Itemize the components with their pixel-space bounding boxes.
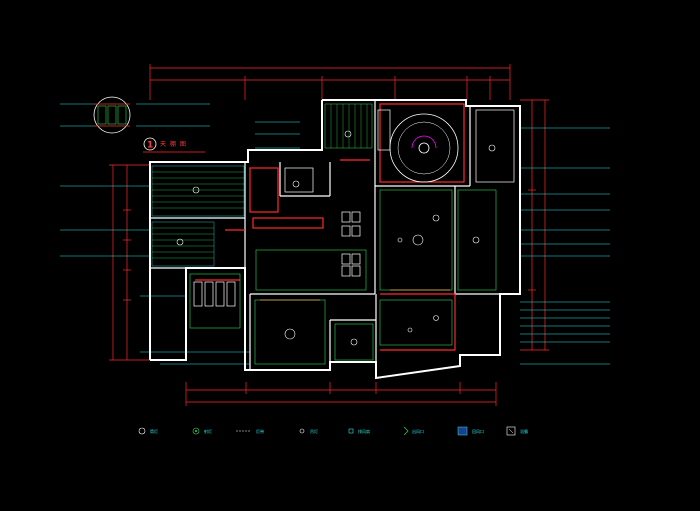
round-ceiling-feature — [389, 113, 459, 183]
top-dimension-lines — [149, 64, 511, 100]
svg-text:出风口: 出风口 — [412, 428, 424, 434]
spotlight-icon — [192, 427, 200, 435]
bottom-dimension-lines — [185, 382, 497, 406]
annotation-leaders — [60, 103, 610, 365]
downlight-icon — [397, 237, 403, 243]
legend-item-strip-light: 灯带 — [236, 428, 264, 434]
svg-text:浴霸: 浴霸 — [520, 428, 528, 434]
slat-ceiling-bedroom — [151, 165, 245, 217]
legend-item-spotlight: 射灯 — [192, 427, 212, 435]
downlight-icon — [407, 327, 413, 333]
downlight-icon — [350, 338, 358, 346]
title-text: 天 棚 图 — [160, 140, 187, 148]
downlight-icon — [472, 236, 480, 244]
downlight-icon — [433, 315, 439, 321]
svg-text:回风口: 回风口 — [472, 429, 484, 434]
heater-icon — [506, 426, 516, 436]
svg-text:排风扇: 排风扇 — [358, 428, 370, 434]
arrow-icon — [403, 426, 409, 436]
downlight-icon — [432, 214, 440, 222]
slat-ceiling-study — [151, 221, 215, 267]
downlight-icon — [344, 130, 352, 138]
ceiling-bands — [189, 189, 497, 365]
svg-text:吊灯: 吊灯 — [310, 428, 318, 434]
downlight-icon — [176, 238, 184, 246]
legend-item-fan: 排风扇 — [348, 428, 370, 434]
slat-ceiling-entry — [324, 103, 373, 149]
downlight-icon — [292, 180, 300, 188]
cabinet-blocks — [193, 109, 515, 307]
downlight-fixtures — [176, 130, 496, 346]
legend-item-grille: 回风口 — [457, 426, 484, 436]
grille-icon — [457, 426, 468, 436]
right-dimension-lines — [520, 99, 549, 351]
legend-item-downlight: 筒灯 — [138, 427, 158, 435]
left-dimension-lines — [109, 164, 150, 361]
legend-item-outlet: 出风口 — [403, 426, 424, 436]
pendant-icon — [299, 428, 305, 434]
ceiling-detail-red — [195, 103, 465, 351]
legend-item-heater: 浴霸 — [506, 426, 528, 436]
downlight-icon — [192, 186, 200, 194]
fan-icon — [348, 428, 354, 434]
legend-item-pendant: 吊灯 — [299, 428, 318, 434]
title-number: 1 — [147, 141, 153, 151]
slat-ceiling-entry-lines — [330, 104, 368, 148]
svg-text:灯带: 灯带 — [256, 428, 264, 434]
interior-walls — [150, 100, 500, 370]
detail-inset — [93, 96, 131, 134]
svg-text:射灯: 射灯 — [204, 428, 212, 434]
downlight-icon — [412, 234, 424, 246]
title-block: 1 天 棚 图 — [143, 137, 205, 153]
svg-text:筒灯: 筒灯 — [150, 428, 158, 434]
downlight-icon — [284, 328, 296, 340]
title-number-circle — [143, 137, 157, 151]
downlight-icon — [138, 427, 146, 435]
legend: 筒灯 射灯 灯带 吊灯 排风扇 出风口 回风口 浴 — [138, 426, 528, 436]
downlight-icon — [488, 144, 496, 152]
